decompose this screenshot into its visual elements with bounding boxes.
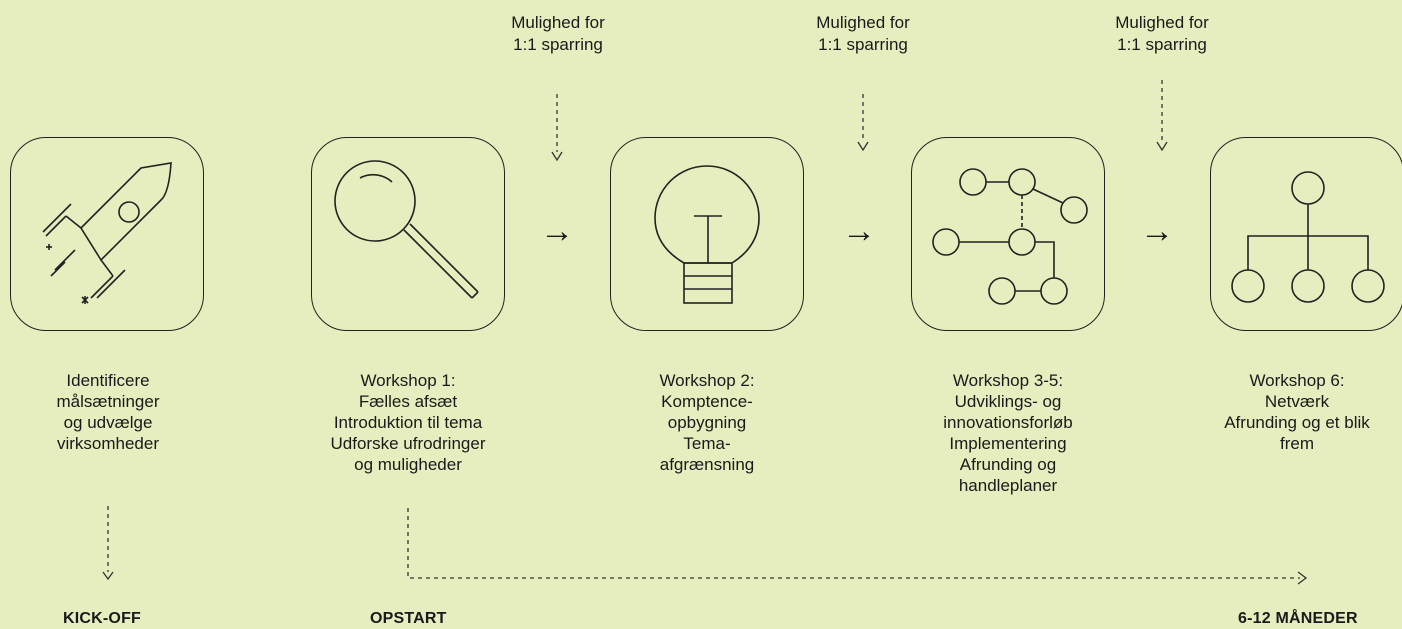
step-4-box xyxy=(911,137,1105,331)
step-5-box xyxy=(1210,137,1402,331)
step-3-box xyxy=(610,137,804,331)
step-arrow-1: → xyxy=(540,212,574,250)
sparring-note-3: Mulighed for 1:1 sparring xyxy=(1115,13,1209,54)
step-4-text: Workshop 3-5: Udviklings- og innovations… xyxy=(943,371,1073,495)
step-2-box xyxy=(311,137,505,331)
rocket-icon xyxy=(42,162,172,304)
step-2-text: Workshop 1: Fælles afsæt Introduktion ti… xyxy=(330,371,486,474)
lightbulb-icon xyxy=(654,165,760,304)
sparring-note-2: Mulighed for 1:1 sparring xyxy=(816,13,910,54)
phase-kickoff: KICK-OFF xyxy=(63,610,142,627)
phase-duration: 6-12 MÅNEDER xyxy=(1238,610,1358,627)
step-1-text: Identificere målsætninger og udvælge vir… xyxy=(56,371,160,453)
step-1-box xyxy=(10,137,204,331)
magnifier-icon xyxy=(334,160,479,299)
sparring-note-1: Mulighed for 1:1 sparring xyxy=(511,13,605,54)
network-icon xyxy=(932,168,1088,305)
hierarchy-icon xyxy=(1231,171,1385,303)
step-3-text: Workshop 2: Komptence- opbygning Tema- a… xyxy=(659,371,755,474)
step-arrow-3: → xyxy=(1140,212,1174,250)
step-5-text: Workshop 6: Netværk Afrunding og et blik… xyxy=(1224,371,1370,453)
step-arrow-2: → xyxy=(842,212,876,250)
phase-opstart: OPSTART xyxy=(370,610,447,627)
